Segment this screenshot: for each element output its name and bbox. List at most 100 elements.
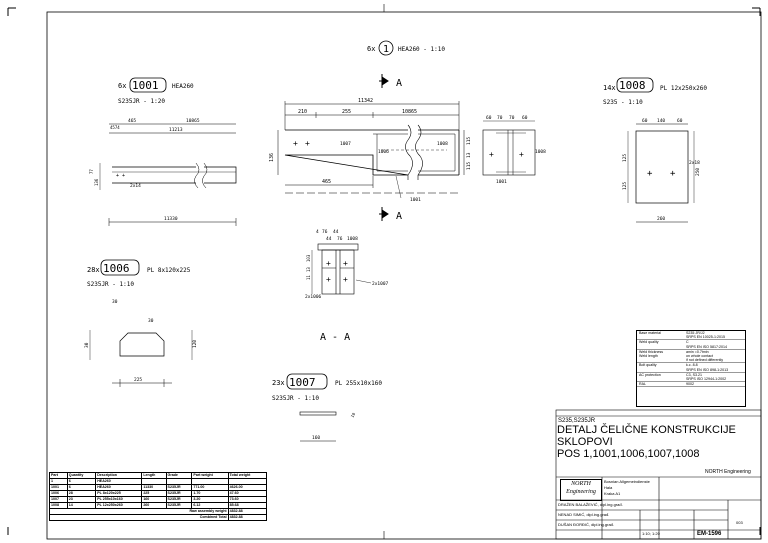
svg-text:23x: 23x [272,379,285,387]
svg-text:HEA260: HEA260 [172,83,194,90]
svg-text:1006: 1006 [378,149,389,155]
svg-text:1001: 1001 [132,79,159,92]
svg-text:136: 136 [94,178,99,186]
svg-text:44: 44 [326,236,332,242]
title-line-2: SKLOPOVI [557,436,613,448]
drawn-by: DRAŽEN BALAŽEVIĆ, dipl.ing.građ. [558,502,623,507]
svg-text:1007: 1007 [289,376,316,389]
part-1007: 23x 1007 PL 255x10x160 S235JR - 1:10 10 … [272,373,382,442]
svg-text:1008: 1008 [535,149,546,155]
approved-by: DUŠAN ĐORĐIĆ, dipl.ing.građ. [558,522,615,527]
svg-text:30: 30 [112,299,118,305]
svg-text:1001: 1001 [496,179,507,185]
material-value: amin =0.7tmin on whole contact if not de… [686,349,724,363]
svg-text:260: 260 [657,216,665,222]
svg-text:1001: 1001 [410,197,421,203]
svg-text:11: 11 [306,275,311,280]
material-key: Base material [639,331,661,335]
svg-text:1008: 1008 [619,79,646,92]
svg-text:70: 70 [509,115,515,121]
end-connection: 60 70 70 60 + + 1008 1001 [482,115,546,185]
svg-text:A: A [396,211,402,222]
checked-by: NENAD SIMIĆ, dipl.ing.građ. [558,512,610,517]
svg-text:120: 120 [192,340,198,348]
object-name: Hala [604,485,613,490]
company-mark: NORTH Engineering [705,469,751,475]
section-a-a: 4 76 44 44 76 1008 + + + + 103 13 11 2x1… [305,229,389,343]
svg-text:6x: 6x [118,82,126,90]
svg-text:14x: 14x [603,84,616,92]
svg-text:2x14: 2x14 [130,183,141,189]
part-1001: 6x 1001 HEA260 S235JR - 1:20 465 10865 4… [89,77,237,226]
svg-text:125: 125 [622,154,628,162]
svg-text:250: 250 [695,168,701,176]
svg-text:60: 60 [522,115,528,121]
sheet-number: 003 [736,520,743,525]
scale: 1:10; 1:20 [642,531,660,536]
material-row: AC protection C3, S3.21 SRPS ISO 12944-1:… [637,372,745,383]
svg-text:11342: 11342 [358,98,373,104]
svg-text:140: 140 [657,118,665,124]
svg-text:11213: 11213 [169,127,183,133]
svg-text:465: 465 [128,118,136,124]
section-arrow-bottom: A [379,207,402,222]
svg-text:10: 10 [350,411,357,418]
section-arrow-top: A [379,74,402,89]
svg-text:S235JR - 1:20: S235JR - 1:20 [118,98,165,105]
svg-text:115: 115 [466,162,472,170]
material-value: S235 JR/J2 SRPS EN 10025-1:2015 [686,331,725,340]
svg-text:4574: 4574 [110,125,120,130]
material-line: S235,S235JR [558,418,596,424]
main-pos: 1 [383,44,389,55]
svg-text:+: + [343,259,348,268]
part-1008: 14x 1008 PL 12x250x260 S235 - 1:10 60 14… [603,77,707,223]
svg-text:13: 13 [306,267,311,272]
svg-text:125: 125 [622,182,628,190]
svg-text:S235JR - 1:10: S235JR - 1:10 [87,281,134,288]
drawing-number: EM-1596 [697,531,722,537]
main-beam: + + 1007 1006 1008 1001 [284,124,460,203]
svg-text:60: 60 [486,115,492,121]
material-value: C3, S3.21 SRPS ISO 12944-1:2002 [686,372,727,382]
svg-text:+: + [326,259,331,268]
svg-text:10865: 10865 [402,109,417,115]
svg-text:4: 4 [316,229,319,235]
svg-text:A: A [396,78,402,89]
svg-text:30: 30 [148,318,154,324]
main-assembly-header: 6x 1 HEA260 - 1:10 [367,40,445,56]
svg-text:10865: 10865 [186,118,200,124]
svg-text:S235JR - 1:10: S235JR - 1:10 [272,395,319,402]
svg-text:160: 160 [312,435,320,441]
material-key: Weld quality [639,340,659,345]
location-name: Kraka A1 [604,491,621,496]
svg-text:103: 103 [306,254,311,262]
svg-text:225: 225 [134,377,142,383]
svg-text:11330: 11330 [164,216,178,222]
svg-text:+: + [670,169,676,179]
svg-text:13: 13 [466,152,472,158]
svg-text:+: + [326,275,331,284]
svg-text:+ +: + + [116,173,125,179]
svg-text:1008: 1008 [347,236,358,242]
svg-text:255: 255 [342,109,351,115]
svg-text:115: 115 [466,137,472,145]
main-qty: 6x [367,45,375,53]
title-line-1: DETALJ ČELIČNE KONSTRUKCIJE [557,424,736,436]
svg-text:+: + [305,139,310,148]
svg-text:PL 12x250x260: PL 12x250x260 [660,85,707,92]
svg-text:465: 465 [322,179,331,185]
part-1006: 28x 1006 PL 8x120x225 S235JR - 1:10 30 3… [84,259,198,387]
svg-text:+: + [519,150,524,159]
sheet-border [46,11,762,540]
svg-text:28x: 28x [87,266,100,274]
material-value: 9002 [686,382,694,387]
material-key: AC protection [639,372,661,377]
svg-text:44: 44 [333,229,339,235]
title-block-frame [555,409,762,540]
